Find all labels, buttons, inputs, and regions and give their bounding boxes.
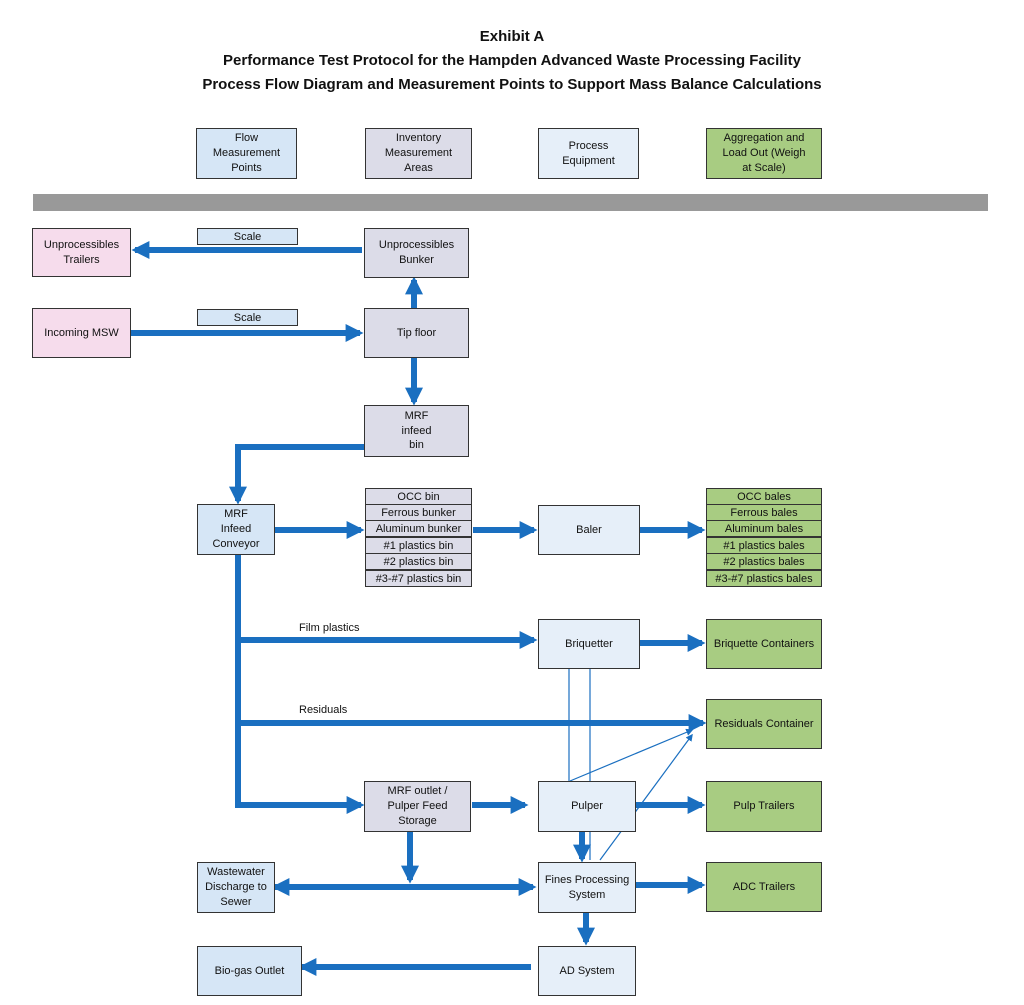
fines-processing-system: Fines Processing System xyxy=(538,862,636,913)
mrf-outlet-pulper-feed: MRF outlet / Pulper Feed Storage xyxy=(364,781,471,832)
divider-bar xyxy=(33,194,988,211)
bin-plastics-3-7: #3-#7 plastics bin xyxy=(365,570,472,587)
arrow-infeedbin-to-conveyor xyxy=(229,444,364,505)
bales-aluminum: Aluminum bales xyxy=(706,520,822,537)
page-title: Performance Test Protocol for the Hampde… xyxy=(223,52,801,69)
briquette-containers: Briquette Containers xyxy=(706,619,822,669)
bin-plastics-2: #2 plastics bin xyxy=(365,553,472,570)
bin-ferrous: Ferrous bunker xyxy=(365,504,472,521)
briquetter: Briquetter xyxy=(538,619,640,669)
bin-aluminum: Aluminum bunker xyxy=(365,520,472,537)
bales-plastics-2: #2 plastics bales xyxy=(706,553,822,570)
arrow-conveyor-trunk xyxy=(235,555,365,814)
unprocessibles-trailers: Unprocessibles Trailers xyxy=(32,228,131,277)
pulper: Pulper xyxy=(538,781,636,832)
bales-plastics-3-7: #3-#7 plastics bales xyxy=(706,570,822,587)
label-residuals: Residuals xyxy=(299,704,348,716)
baler: Baler xyxy=(538,505,640,555)
biogas-outlet: Bio-gas Outlet xyxy=(197,946,302,996)
legend-flow-measurement: Flow Measurement Points xyxy=(196,128,297,179)
bales-plastics-1: #1 plastics bales xyxy=(706,537,822,554)
bin-plastics-1: #1 plastics bin xyxy=(365,537,472,554)
tip-floor: Tip floor xyxy=(364,308,469,358)
unprocessibles-bunker: Unprocessibles Bunker xyxy=(364,228,469,278)
ad-system: AD System xyxy=(538,946,636,996)
exhibit-title: Exhibit A xyxy=(479,28,545,45)
thin-arrow-fines-to-residuals xyxy=(599,733,693,861)
bales-ferrous: Ferrous bales xyxy=(706,504,822,521)
pulp-trailers: Pulp Trailers xyxy=(706,781,822,832)
adc-trailers: ADC Trailers xyxy=(706,862,822,912)
scale-label-top: Scale xyxy=(197,228,298,245)
incoming-msw: Incoming MSW xyxy=(32,308,131,358)
label-film-plastics: Film plastics xyxy=(299,622,360,634)
thin-arrow-pulper-to-residuals xyxy=(569,728,694,782)
legend-aggregation: Aggregation and Load Out (Weigh at Scale… xyxy=(706,128,822,179)
mrf-infeed-conveyor: MRF Infeed Conveyor xyxy=(197,504,275,555)
wastewater-discharge: Wastewater Discharge to Sewer xyxy=(197,862,275,913)
bales-occ: OCC bales xyxy=(706,488,822,505)
legend-process-equipment: Process Equipment xyxy=(538,128,639,179)
mrf-infeed-bin: MRF infeed bin xyxy=(364,405,469,457)
legend-inventory-measurement: Inventory Measurement Areas xyxy=(365,128,472,179)
scale-label-incoming: Scale xyxy=(197,309,298,326)
bin-occ: OCC bin xyxy=(365,488,472,505)
residuals-container: Residuals Container xyxy=(706,699,822,749)
page-subtitle: Process Flow Diagram and Measurement Poi… xyxy=(202,76,822,93)
